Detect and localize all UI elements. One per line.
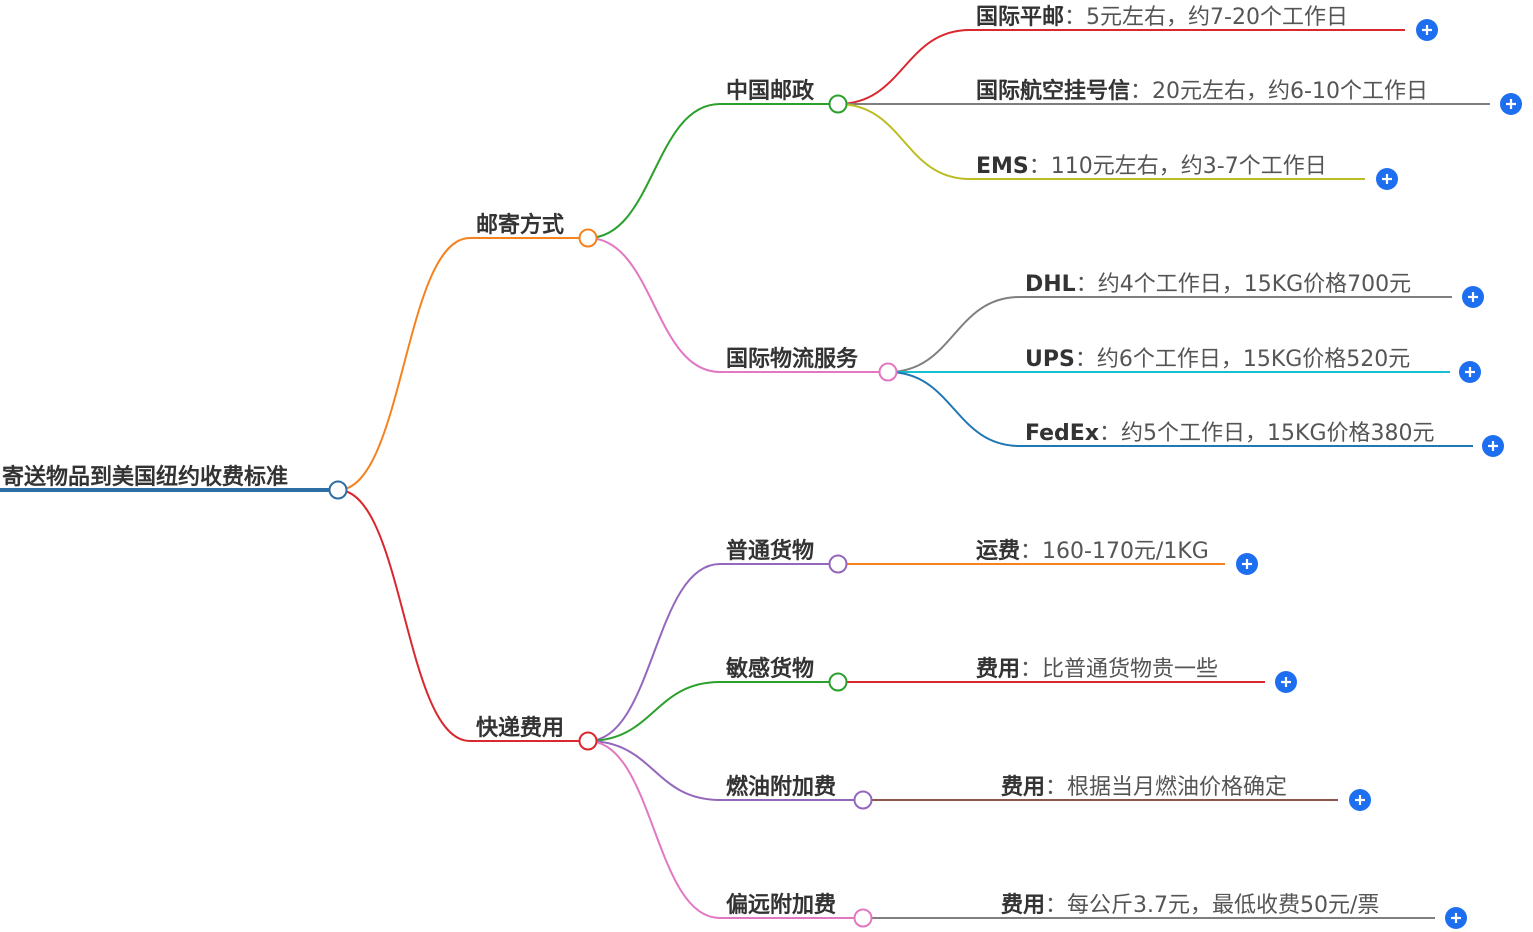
leaf-post-0-key: 国际平邮 (976, 5, 1064, 30)
edge-root-mail (337, 237, 471, 491)
edge-fee-child-2 (587, 740, 721, 801)
leaf-logistics-1-value: ：约6个工作日，15KG价格520元 (1075, 347, 1410, 372)
leaf-post-1-key: 国际航空挂号信 (976, 78, 1130, 104)
leaf-fee-1: 费用：比普通货物贵一些 (976, 657, 1218, 682)
branch-mail-label: 邮寄方式 (476, 212, 564, 238)
fee-child-0-collapse-toggle[interactable] (828, 554, 848, 574)
edge-root-fee (337, 489, 471, 742)
edge-logistics-leaf-0 (887, 296, 1021, 373)
edge-fee-child-0 (587, 563, 721, 742)
fee-collapse-toggle[interactable] (578, 731, 598, 751)
leaf-fee-1-key: 费用 (976, 657, 1020, 682)
logistics-collapse-toggle[interactable] (878, 362, 898, 382)
expand-button-post-1[interactable] (1500, 93, 1522, 115)
edge-mail-logistics (587, 237, 721, 373)
fee-child-3-collapse-toggle[interactable] (853, 908, 873, 928)
mail-collapse-toggle[interactable] (578, 228, 598, 248)
leaf-logistics-0-key: DHL (1025, 272, 1076, 297)
branch-fee-label: 快递费用 (476, 715, 564, 741)
leaf-post-1: 国际航空挂号信：20元左右，约6-10个工作日 (976, 78, 1428, 104)
leaf-post-0-value: ：5元左右，约7-20个工作日 (1064, 5, 1348, 30)
expand-button-fee-3[interactable] (1445, 907, 1467, 929)
expand-button-post-0[interactable] (1416, 19, 1438, 41)
expand-button-logistics-2[interactable] (1482, 435, 1504, 457)
leaf-fee-1-value: ：比普通货物贵一些 (1020, 657, 1218, 682)
leaf-fee-0-key: 运费 (976, 539, 1020, 564)
leaf-fee-3: 费用：每公斤3.7元，最低收费50元/票 (1001, 893, 1379, 918)
leaf-post-2: EMS：110元左右，约3-7个工作日 (976, 154, 1327, 179)
expand-button-post-2[interactable] (1376, 168, 1398, 190)
leaf-fee-0: 运费：160-170元/1KG (976, 539, 1209, 564)
node-china-post-label: 中国邮政 (726, 78, 815, 104)
leaf-logistics-2: FedEx：约5个工作日，15KG价格380元 (1025, 421, 1435, 446)
node-fee-child-1-label: 敏感货物 (725, 656, 814, 682)
leaf-fee-3-value: ：每公斤3.7元，最低收费50元/票 (1045, 893, 1379, 918)
leaf-logistics-1-key: UPS (1025, 347, 1075, 372)
expand-button-fee-0[interactable] (1236, 553, 1258, 575)
node-fee-child-3-label: 偏远附加费 (726, 892, 836, 918)
expand-button-logistics-0[interactable] (1462, 286, 1484, 308)
expand-button-fee-2[interactable] (1349, 789, 1371, 811)
node-fee-child-2-label: 燃油附加费 (726, 774, 836, 800)
edge-logistics-leaf-2 (887, 371, 1021, 447)
node-logistics-label: 国际物流服务 (726, 346, 859, 372)
leaf-fee-2-value: ：根据当月燃油价格确定 (1045, 775, 1287, 800)
post-collapse-toggle[interactable] (828, 94, 848, 114)
edge-fee-child-3 (587, 740, 721, 919)
leaf-logistics-2-key: FedEx (1025, 421, 1099, 446)
fee-child-2-collapse-toggle[interactable] (853, 790, 873, 810)
leaf-logistics-0: DHL：约4个工作日，15KG价格700元 (1025, 272, 1411, 297)
leaf-logistics-1: UPS：约6个工作日，15KG价格520元 (1025, 347, 1410, 372)
leaf-fee-3-key: 费用 (1001, 893, 1045, 918)
edge-post-leaf-0 (837, 29, 971, 105)
expand-button-logistics-1[interactable] (1459, 361, 1481, 383)
leaf-fee-2: 费用：根据当月燃油价格确定 (1001, 775, 1287, 800)
leaf-logistics-2-value: ：约5个工作日，15KG价格380元 (1099, 421, 1434, 446)
fee-child-1-collapse-toggle[interactable] (828, 672, 848, 692)
leaf-fee-2-key: 费用 (1001, 775, 1045, 800)
expand-button-fee-1[interactable] (1275, 671, 1297, 693)
leaf-post-2-value: ：110元左右，约3-7个工作日 (1029, 154, 1327, 179)
root-node-label: 寄送物品到美国纽约收费标准 (2, 464, 288, 490)
leaf-logistics-0-value: ：约4个工作日，15KG价格700元 (1076, 272, 1411, 297)
edge-fee-child-1 (587, 681, 721, 742)
edge-post-leaf-2 (837, 103, 971, 180)
leaf-post-1-value: ：20元左右，约6-10个工作日 (1130, 79, 1428, 104)
leaf-post-0: 国际平邮：5元左右，约7-20个工作日 (976, 5, 1348, 30)
leaf-post-2-key: EMS (976, 154, 1029, 179)
root-collapse-toggle[interactable] (328, 480, 348, 500)
leaf-fee-0-value: ：160-170元/1KG (1020, 539, 1209, 564)
edge-mail-post (587, 103, 721, 239)
node-fee-child-0-label: 普通货物 (726, 538, 814, 564)
